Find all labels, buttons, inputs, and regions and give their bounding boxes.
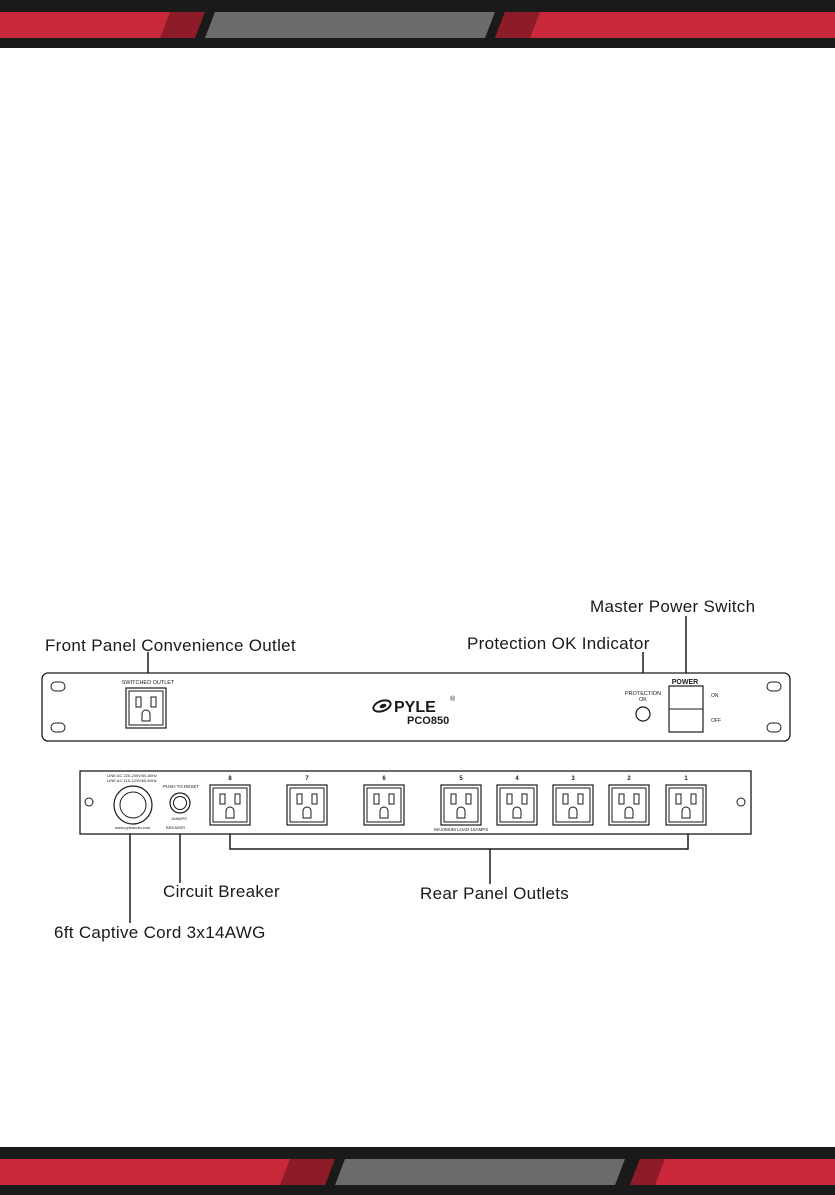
rear-outlet-1[interactable]: [665, 784, 707, 826]
protection-led: [635, 706, 651, 722]
outlet-number-6: 6: [382, 776, 386, 782]
rear-outlet-8[interactable]: [209, 784, 251, 826]
outlet-number-4: 4: [515, 776, 519, 782]
footer-band: [0, 1147, 835, 1195]
leader-lines: [129, 616, 689, 923]
protection-ok-text: OK: [639, 697, 647, 703]
on-text: ON: [711, 693, 719, 699]
front-panel-body: [41, 672, 791, 742]
outlet-number-7: 7: [305, 776, 309, 782]
rear-outlet-2[interactable]: [608, 784, 650, 826]
pyle-logo: PYLE ®: [372, 695, 456, 716]
rear-screw: [736, 797, 746, 807]
front-outlet[interactable]: [125, 687, 167, 729]
rear-outlet-4[interactable]: [496, 784, 538, 826]
rear-panel: LINE AC 220-240V/50-60Hz LINE AC 115-120…: [79, 770, 752, 835]
header-band: [0, 0, 835, 48]
rear-outlet-7[interactable]: [286, 784, 328, 826]
power-text: POWER: [672, 679, 698, 686]
svg-text:®: ®: [450, 695, 456, 703]
rear-outlet-3[interactable]: [552, 784, 594, 826]
push-to-reset-text: PUSH TO RESET: [163, 784, 199, 789]
model-text: PCO850: [407, 715, 449, 727]
captive-cord-inner: [119, 791, 147, 819]
max-load-text: MAXIMUM LOAD 15AMPS: [434, 827, 488, 832]
website-text: www.pyleaudio.com: [115, 825, 151, 830]
rear-outlet-6[interactable]: [363, 784, 405, 826]
protection-ok-indicator-label: Protection OK Indicator: [467, 634, 650, 653]
outlet-number-2: 2: [627, 776, 631, 782]
brand-text: PYLE: [394, 699, 436, 716]
rack-hole: [50, 681, 66, 692]
rear-panel-outlets-label: Rear Panel Outlets: [420, 884, 570, 903]
switched-outlet-text: SWITCHED OUTLET: [122, 680, 175, 686]
outlet-number-3: 3: [571, 776, 575, 782]
line-spec-1: LINE AC 220-240V/50-60Hz: [107, 773, 157, 778]
outlet-number-1: 1: [684, 776, 688, 782]
power-conditioner-diagram: SWITCHED OUTLET PYLE ® PCO850 PROTECTION…: [41, 616, 791, 923]
circuit-breaker-button[interactable]: [173, 796, 187, 810]
rear-outlets: 8 7 6 5 4 3 2 1: [209, 776, 707, 826]
off-text: OFF: [711, 718, 721, 724]
captive-cord-label: 6ft Captive Cord 3x14AWG: [54, 923, 266, 942]
protection-text: PROTECTION: [625, 691, 661, 697]
rear-outlets-bracket: [229, 826, 689, 850]
line-spec-2: LINE AC 115-120V/60-60Hz: [107, 778, 157, 783]
amps-text: 15AMPS: [171, 816, 187, 821]
outlet-number-5: 5: [459, 776, 463, 782]
outlet-number-8: 8: [228, 776, 232, 782]
header-band-graphic: [0, 0, 835, 48]
master-power-switch-label: Master Power Switch: [590, 597, 756, 616]
breaker-brand-text: BREAKER: [166, 825, 185, 830]
rear-outlet-5[interactable]: [440, 784, 482, 826]
front-panel: SWITCHED OUTLET PYLE ® PCO850 PROTECTION…: [41, 672, 791, 742]
rack-hole: [766, 681, 782, 692]
circuit-breaker-label: Circuit Breaker: [163, 882, 280, 901]
rear-screw: [84, 797, 94, 807]
front-panel-outlet-label: Front Panel Convenience Outlet: [45, 636, 296, 655]
rack-hole: [50, 722, 66, 733]
footer-band-graphic: [0, 1147, 835, 1195]
rack-hole: [766, 722, 782, 733]
